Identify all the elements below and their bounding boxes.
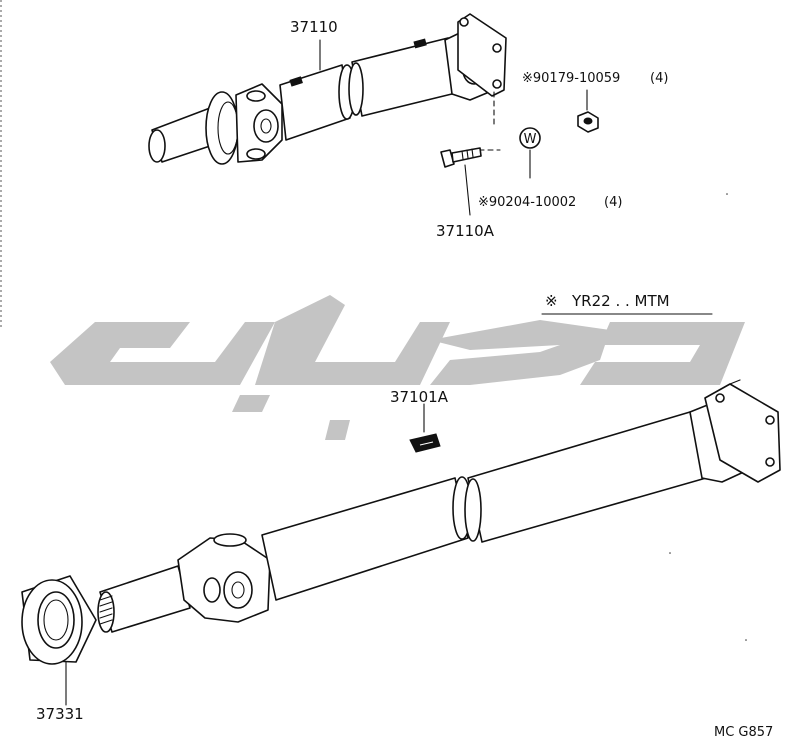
note-symbol: ※ [545, 292, 558, 310]
part-label-37110: 37110 [290, 18, 338, 36]
part-qty-90204: (4) [604, 195, 622, 210]
part-label-37331: 37331 [36, 705, 84, 723]
center-bearing-icon [21, 575, 97, 665]
washer-mark: W [524, 132, 537, 147]
part-label-37101A: 37101A [390, 388, 449, 406]
part-label-90204: ※90204-10002 [478, 195, 576, 210]
propeller-shaft-full [97, 379, 781, 633]
part-qty-90179: (4) [650, 71, 668, 86]
figure-code: MC G857 [714, 725, 773, 740]
watermark-logo [50, 295, 745, 440]
bolt-icon [440, 147, 482, 168]
balance-weight-icon [409, 433, 441, 453]
propeller-shaft-rear [148, 13, 507, 165]
leader-bolt [464, 164, 471, 216]
washer-icon [519, 127, 541, 149]
part-label-90179: ※90179-10059 [522, 71, 620, 86]
nut-icon [577, 111, 599, 133]
note-text: YR22 . . MTM [571, 292, 670, 310]
part-label-37110A: 37110A [436, 222, 495, 240]
